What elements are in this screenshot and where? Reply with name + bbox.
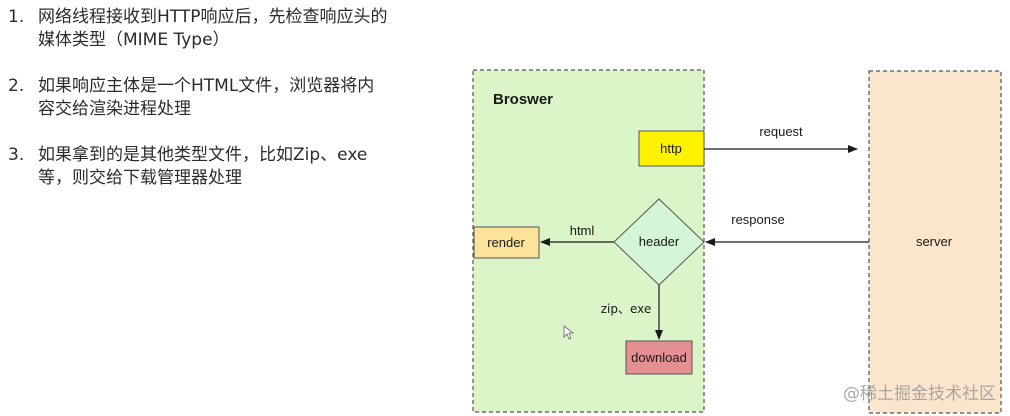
- render-node: [473, 226, 540, 259]
- step-2: 2. 如果响应主体是一个HTML文件，浏览器将内容交给渲染进程处理: [8, 75, 388, 121]
- http-label: http: [660, 141, 682, 156]
- step-number: 2.: [8, 76, 25, 96]
- step-text: 网络线程接收到HTTP响应后，先检查响应头的媒体类型（MIME Type）: [38, 7, 388, 50]
- step-1: 1. 网络线程接收到HTTP响应后，先检查响应头的媒体类型（MIME Type）: [8, 6, 388, 52]
- download-node: [625, 340, 693, 375]
- server-label: server: [916, 234, 953, 249]
- zip-exe-label: zip、exe: [601, 302, 652, 316]
- step-text: 如果拿到的是其他类型文件，比如Zip、exe等，则交给下载管理器处理: [38, 145, 368, 188]
- step-3: 3. 如果拿到的是其他类型文件，比如Zip、exe等，则交给下载管理器处理: [8, 144, 388, 190]
- http-node: [638, 130, 705, 167]
- server-container: [868, 70, 1002, 414]
- request-label: request: [759, 124, 803, 139]
- watermark: @稀土掘金技术社区: [843, 384, 996, 404]
- step-text: 如果响应主体是一个HTML文件，浏览器将内容交给渲染进程处理: [38, 76, 375, 119]
- render-label: render: [487, 235, 525, 250]
- download-label: download: [631, 350, 687, 365]
- step-list: 1. 网络线程接收到HTTP响应后，先检查响应头的媒体类型（MIME Type）…: [8, 6, 388, 213]
- html-label: html: [570, 223, 595, 238]
- step-number: 1.: [8, 7, 25, 27]
- header-label: header: [639, 234, 680, 249]
- response-label: response: [731, 212, 784, 227]
- mouse-cursor-icon: [563, 325, 575, 340]
- step-number: 3.: [8, 145, 25, 165]
- browser-label: Broswer: [493, 91, 553, 108]
